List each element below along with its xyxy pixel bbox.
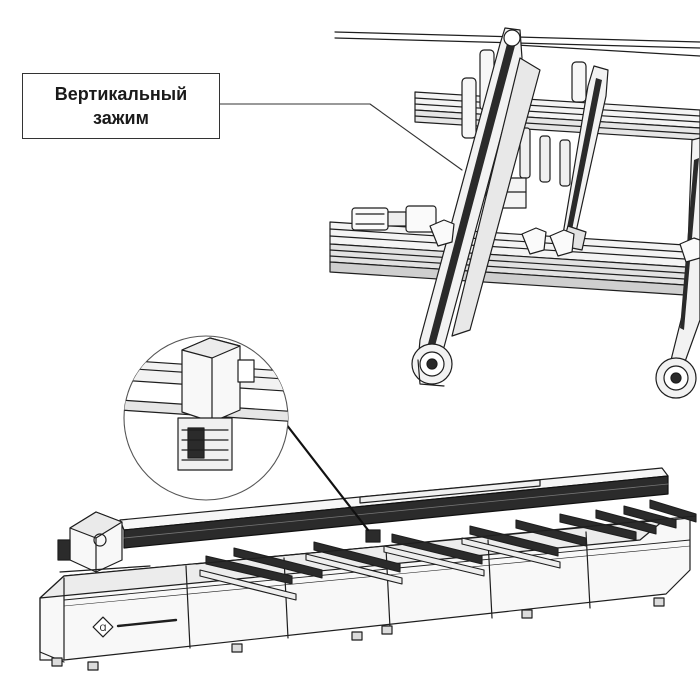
conveyor-arm bbox=[515, 519, 587, 547]
conveyor-arm bbox=[461, 525, 561, 569]
conveyor-arm bbox=[383, 533, 485, 577]
conveyor-arm bbox=[233, 547, 323, 579]
callout-leader bbox=[219, 103, 463, 171]
conveyor-arm bbox=[559, 513, 637, 541]
vertical-clamp-detail bbox=[219, 27, 700, 399]
beam-motor bbox=[365, 529, 381, 543]
cutting-machine: Ɑ bbox=[39, 467, 697, 671]
vertical-clamp-callout: Вертикальный зажим bbox=[22, 73, 220, 139]
vertical-cylinders bbox=[461, 49, 587, 209]
rear-extrusion bbox=[414, 91, 700, 141]
callout-label: Вертикальный зажим bbox=[54, 84, 188, 128]
front-extrusion bbox=[329, 221, 700, 297]
conveyor-arm bbox=[199, 555, 297, 601]
conveyor-arms bbox=[195, 499, 697, 601]
conveyor-arm bbox=[623, 505, 677, 529]
svg-text:Ɑ: Ɑ bbox=[99, 624, 106, 634]
leveling-feet bbox=[51, 597, 665, 671]
clamp-arm-left bbox=[411, 27, 541, 387]
manufacturer-logo: Ɑ bbox=[92, 616, 178, 638]
conveyor-arm bbox=[649, 499, 697, 523]
magnifier-leader bbox=[284, 422, 370, 532]
clamp-brackets bbox=[429, 219, 700, 263]
motor-magnifier bbox=[123, 335, 370, 532]
side-cylinder bbox=[351, 205, 437, 233]
saw-head bbox=[57, 511, 151, 573]
conveyor-arm bbox=[595, 509, 657, 535]
conveyor-arm bbox=[305, 541, 403, 585]
upper-beam bbox=[119, 467, 669, 549]
